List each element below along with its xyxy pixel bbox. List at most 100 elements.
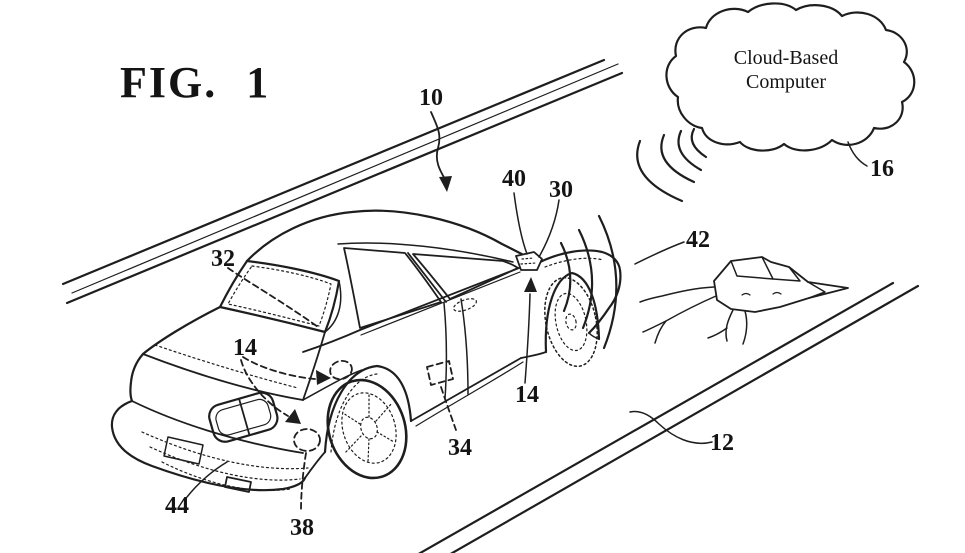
front-door-seam — [460, 298, 469, 395]
sensor-zone-bumper — [293, 428, 321, 452]
leader-14-front — [524, 293, 531, 384]
bumper-accent-2 — [149, 446, 301, 481]
rear-hub — [360, 416, 378, 440]
ref-label-16: 16 — [870, 156, 894, 182]
leader-40 — [513, 192, 528, 255]
ref-label-34: 34 — [448, 435, 472, 461]
leader-14-down — [240, 359, 289, 417]
cloud-signal-waves — [636, 127, 708, 203]
leader-14-front-arrowhead — [524, 277, 537, 292]
trunk-shut-line — [142, 353, 304, 401]
front-bumper-lower — [588, 332, 600, 340]
guardrail-line-top — [61, 58, 606, 286]
taillight — [208, 391, 279, 443]
front-hub — [565, 313, 577, 331]
bumper-accent-3 — [161, 461, 291, 492]
bumper-arch-junction — [304, 451, 326, 479]
beltline-upper — [359, 267, 520, 331]
ref-label-14-rear: 14 — [233, 335, 257, 361]
quarter-panel-edge — [302, 331, 326, 401]
debris-flap-left — [730, 256, 774, 280]
ref-label-44: 44 — [165, 493, 189, 519]
road-edge-line-right — [450, 284, 920, 553]
hood-crease — [544, 257, 604, 268]
roof-drip-line — [337, 242, 514, 263]
front-end-outline — [536, 249, 622, 335]
cloud-wave-3 — [660, 133, 696, 184]
door-handle — [452, 298, 478, 312]
leader-10 — [430, 111, 447, 182]
cloud-shape — [665, 2, 916, 152]
ref-label-14-front: 14 — [515, 382, 539, 408]
rear-rim — [341, 392, 397, 464]
ref-label-30: 30 — [549, 177, 573, 203]
vehicle-signal-waves — [559, 214, 618, 350]
vehicle-wave-2 — [577, 228, 594, 330]
cloud-wave-2 — [677, 129, 703, 172]
upper-road-edge-lines — [61, 58, 624, 305]
leader-14-down-arrowhead — [285, 409, 301, 424]
taillight-divider — [238, 398, 251, 436]
taillight-inner — [215, 398, 272, 436]
taillight-outer — [208, 391, 279, 443]
cloud-wave-4 — [636, 139, 684, 203]
ref-label-40: 40 — [502, 166, 526, 192]
leader-30 — [538, 199, 560, 258]
guardrail-line-bottom — [65, 71, 624, 305]
leader-44 — [186, 461, 228, 498]
rear-window-inner-frame — [227, 265, 332, 327]
beltline-lower — [360, 271, 521, 336]
guardrail-line-middle — [71, 63, 619, 294]
ref-label-38: 38 — [290, 515, 314, 541]
sensor-housing-texture — [520, 257, 537, 265]
spoke — [342, 412, 361, 425]
trunk-deck-left-edge — [141, 305, 222, 356]
front-rim — [554, 292, 588, 352]
leader-10-arrowhead — [439, 176, 452, 192]
rocker-line-lower — [415, 361, 524, 427]
beltline-rear-extension — [302, 329, 361, 353]
spoke — [375, 402, 393, 422]
rear-wheel-arch — [323, 364, 413, 454]
debris-crack-left-branch — [654, 320, 667, 344]
road-edge-line-left — [418, 281, 895, 553]
rear-wheel-arch-inner — [330, 373, 378, 453]
lower-road-edge-lines — [418, 281, 920, 553]
debris-crack-left-1 — [639, 286, 715, 303]
front-wheel-arch — [544, 271, 601, 354]
leader-16 — [847, 141, 868, 167]
license-plate — [163, 436, 204, 465]
leader-14-right — [242, 356, 316, 380]
spoke — [367, 438, 370, 463]
rocker-to-front-arch — [520, 351, 547, 359]
roof-silhouette — [245, 209, 540, 265]
rear-door-window — [343, 247, 442, 329]
leader-14-right-arrowhead — [316, 370, 331, 385]
rear-wheel-spokes — [342, 393, 395, 463]
sensor-zone-door — [426, 360, 454, 386]
vehicle-wave-1 — [559, 241, 572, 313]
debris-crack-bottom-branch — [707, 327, 728, 339]
debris-flap-right — [772, 266, 801, 282]
rear-tire — [326, 378, 408, 480]
cloud-label-line1: Cloud-Based — [734, 47, 838, 69]
cloud-computer: Cloud-Based Computer 16 — [665, 2, 916, 182]
spoke — [344, 435, 362, 454]
vehicle — [110, 209, 622, 493]
figure-title: FIG. 1 — [120, 58, 270, 107]
reference-leaders — [186, 111, 713, 512]
sensor-housing — [515, 251, 543, 271]
rear-left-corner — [129, 352, 145, 403]
rocker-line-upper — [410, 357, 522, 422]
rear-door-seam — [443, 302, 448, 400]
debris-crack-left-2 — [642, 295, 717, 333]
leader-32 — [227, 267, 319, 328]
ref-label-42: 42 — [686, 227, 710, 253]
sensor-housing-outline — [515, 251, 543, 271]
cloud-wave-1 — [690, 127, 708, 159]
leader-12 — [629, 410, 713, 444]
ref-label-32: 32 — [211, 246, 235, 272]
debris-tip-facet — [807, 281, 826, 299]
